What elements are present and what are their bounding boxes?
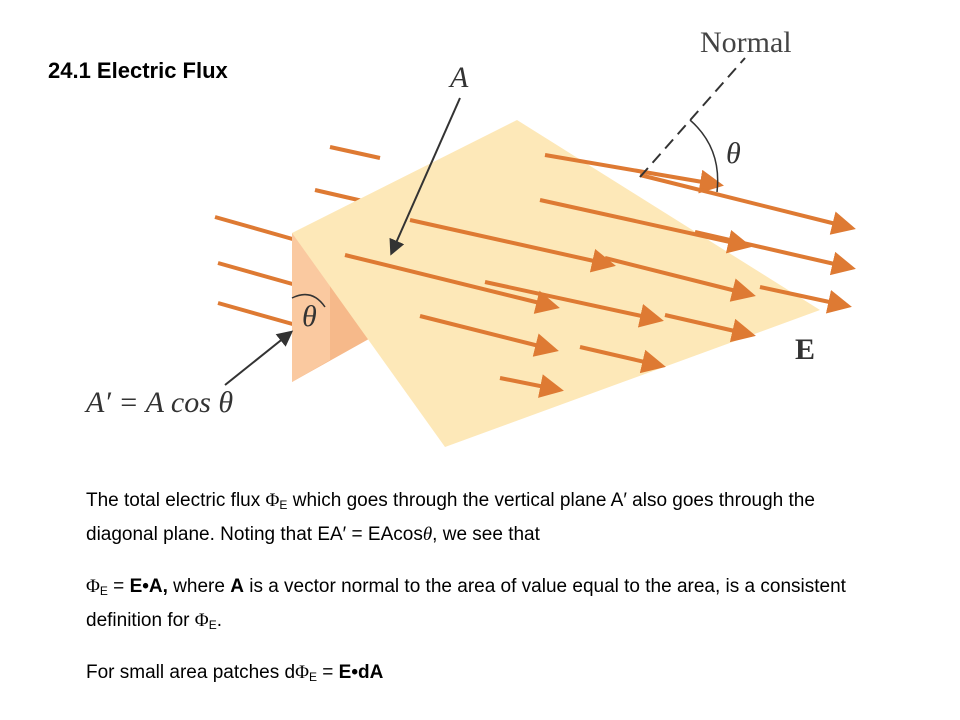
paragraph-small-patches: For small area patches dΦE = E•dA [86, 656, 886, 690]
field-arrow [604, 256, 756, 302]
field-arrow [499, 374, 564, 398]
field-arrow [217, 301, 297, 327]
text-segment: , we see that [432, 524, 540, 545]
text-segment: The total electric flux [86, 490, 266, 511]
area-label: A [448, 61, 469, 94]
phi-symbol: Φ [86, 576, 100, 597]
subscript-e: E [99, 584, 108, 598]
paragraph-flux-definition: ΦE = E•A, where A is a vector normal to … [86, 570, 886, 638]
field-arrow [214, 215, 297, 242]
field-arrow [484, 280, 664, 328]
field-arrow [329, 145, 381, 160]
field-arrow [544, 153, 724, 194]
theta-label-left: θ [302, 300, 317, 333]
text-segment: where [167, 576, 231, 597]
field-arrow [694, 230, 856, 276]
field-arrow [579, 345, 666, 374]
area-pointer-arrow [389, 97, 461, 256]
theta-label-top: θ [726, 137, 741, 170]
normal-label: Normal [700, 26, 792, 59]
text-segment: = [107, 576, 130, 597]
phi-symbol: Φ [194, 610, 209, 631]
text-segment: . [216, 610, 222, 631]
field-arrow [539, 198, 752, 254]
theta-arc-top [689, 119, 719, 193]
subscript-e: E [208, 618, 217, 632]
bold-term: E•A, [129, 576, 168, 597]
text-segment: = [317, 662, 339, 683]
electric-flux-figure: Normal A θ θ A′ = A cos θ E [84, 26, 856, 447]
phi-symbol: Φ [295, 662, 309, 683]
field-arrow [344, 253, 560, 314]
bold-term: A [230, 576, 244, 597]
field-arrow [759, 285, 852, 314]
text-segment: For small area patches d [86, 662, 296, 683]
projected-area-label: A′ = A cos θ [84, 386, 233, 419]
paragraph-flux-intro: The total electric flux ΦE which goes th… [86, 484, 886, 552]
slide-title: 24.1 Electric Flux [48, 58, 228, 83]
theta-arc-left [291, 293, 326, 308]
field-arrow [409, 218, 616, 273]
subscript-e: E [308, 670, 317, 684]
text-segment: is a vector normal to the area of value … [86, 576, 846, 631]
text-segment: which goes through the vertical plane A′… [86, 490, 815, 545]
diagonal-plane [292, 120, 820, 447]
normal-line [639, 57, 746, 178]
field-arrow [664, 313, 756, 343]
theta-symbol: θ [422, 524, 433, 545]
subscript-e: E [279, 498, 288, 512]
field-arrows-front [344, 153, 856, 398]
field-arrow [419, 314, 559, 357]
bold-term: E•dA [338, 662, 384, 683]
field-arrow [639, 173, 856, 235]
projected-area-pointer-arrow [224, 330, 294, 386]
field-arrow [217, 261, 297, 287]
field-label: E [795, 333, 815, 366]
phi-symbol: Φ [265, 490, 280, 511]
